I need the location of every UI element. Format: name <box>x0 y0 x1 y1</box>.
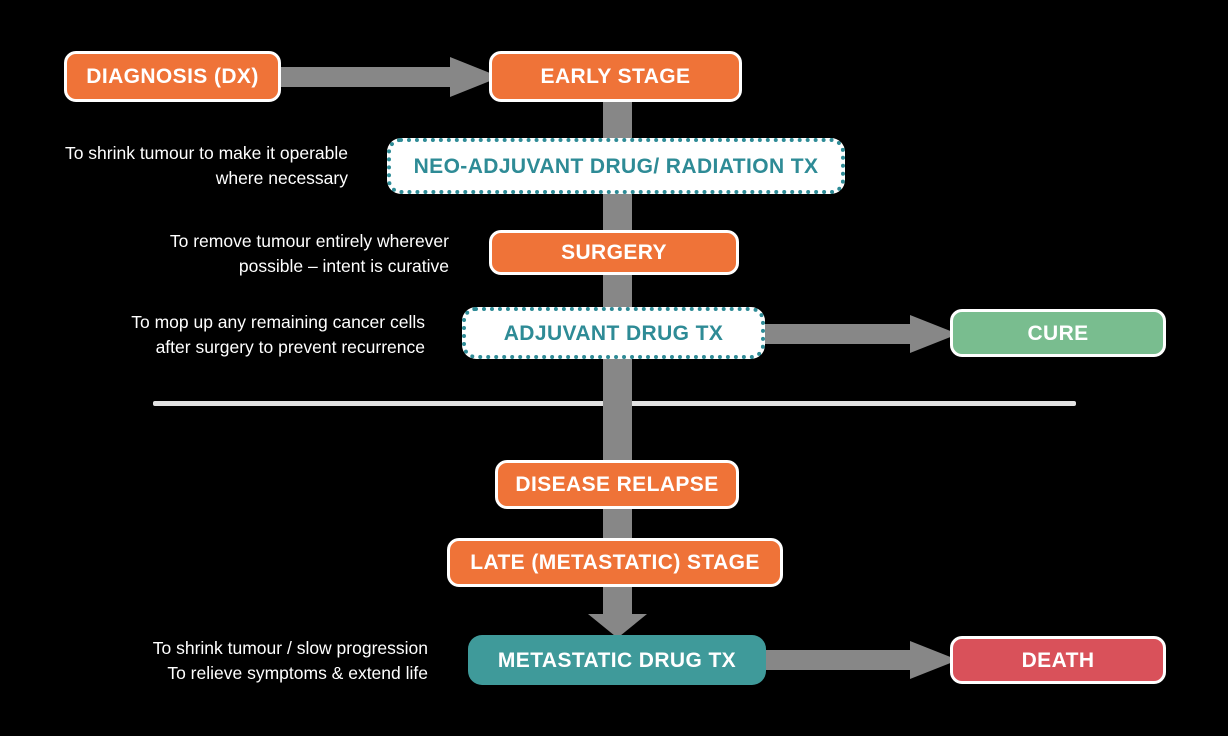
node-metastatic-drug[interactable]: METASTATIC DRUG TX <box>468 635 766 685</box>
node-adjuvant[interactable]: ADJUVANT DRUG TX <box>462 307 765 359</box>
note-surgery-line-2: possible – intent is curative <box>238 256 449 277</box>
node-surgery-label: SURGERY <box>561 241 667 264</box>
node-metastatic-drug-label: METASTATIC DRUG TX <box>497 648 737 672</box>
arrow-metastatic-drug-to-death <box>758 641 958 679</box>
node-neo-adjuvant[interactable]: NEO-ADJUVANT DRUG/ RADIATION TX <box>387 138 845 194</box>
node-disease-relapse[interactable]: DISEASE RELAPSE <box>495 460 739 509</box>
node-cure-label: CURE <box>1027 321 1089 345</box>
note-neo-adjuvant: To shrink tumour to make it operable whe… <box>40 141 348 192</box>
note-metastatic-line-2: To relieve symptoms & extend life <box>167 663 428 684</box>
note-metastatic: To shrink tumour / slow progression To r… <box>140 636 428 687</box>
node-cure[interactable]: CURE <box>950 309 1166 357</box>
node-death-label: DEATH <box>1021 648 1095 672</box>
note-metastatic-line-1: To shrink tumour / slow progression <box>152 638 428 658</box>
note-surgery: To remove tumour entirely wherever possi… <box>140 229 449 280</box>
node-late-stage[interactable]: LATE (METASTATIC) STAGE <box>447 538 783 587</box>
node-early-stage-label: EARLY STAGE <box>540 65 691 88</box>
arrow-diagnosis-to-early-stage <box>272 57 500 97</box>
node-disease-relapse-label: DISEASE RELAPSE <box>515 473 719 496</box>
node-death[interactable]: DEATH <box>950 636 1166 684</box>
node-late-stage-label: LATE (METASTATIC) STAGE <box>470 551 760 574</box>
connector-adjuvant-to-relapse <box>603 352 632 470</box>
note-neo-adjuvant-line-2: where necessary <box>215 168 348 189</box>
node-adjuvant-label: ADJUVANT DRUG TX <box>503 321 724 345</box>
note-surgery-line-1: To remove tumour entirely wherever <box>169 231 449 251</box>
node-neo-adjuvant-label: NEO-ADJUVANT DRUG/ RADIATION TX <box>413 154 819 178</box>
arrow-adjuvant-to-cure <box>758 315 958 353</box>
node-diagnosis-label: DIAGNOSIS (DX) <box>86 65 259 88</box>
note-adjuvant-line-1: To mop up any remaining cancer cells <box>131 312 425 332</box>
node-surgery[interactable]: SURGERY <box>489 230 739 275</box>
note-adjuvant-line-2: after surgery to prevent recurrence <box>155 337 425 358</box>
note-neo-adjuvant-line-1: To shrink tumour to make it operable <box>64 143 348 163</box>
note-adjuvant: To mop up any remaining cancer cells aft… <box>116 310 425 361</box>
node-diagnosis[interactable]: DIAGNOSIS (DX) <box>64 51 281 102</box>
arrow-late-stage-to-metastatic-drug <box>588 582 647 638</box>
connector-early-stage-to-neoadjuvant <box>603 96 632 140</box>
node-early-stage[interactable]: EARLY STAGE <box>489 51 742 102</box>
